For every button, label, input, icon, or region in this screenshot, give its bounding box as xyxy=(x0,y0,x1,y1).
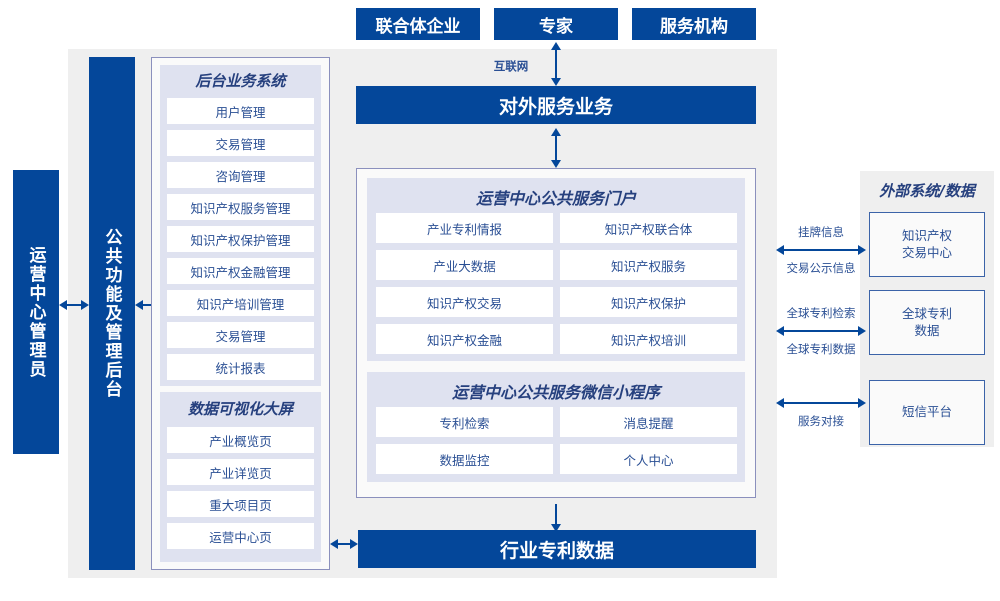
external-system-sms-platform[interactable]: 短信平台 xyxy=(869,380,985,445)
miniprogram-item-2[interactable]: 数据监控 xyxy=(376,444,553,474)
actor-box-service-agency[interactable]: 服务机构 xyxy=(632,8,756,40)
arrow-listing-info xyxy=(776,240,866,260)
industry-patent-data-bar[interactable]: 行业专利数据 xyxy=(358,530,756,568)
dashboard-item-2[interactable]: 重大项目页 xyxy=(167,491,314,517)
actor-label: 服务机构 xyxy=(660,16,728,37)
backend-item-1[interactable]: 交易管理 xyxy=(167,130,314,156)
backend-item-2[interactable]: 咨询管理 xyxy=(167,162,314,188)
label-global-patent-search: 全球专利检索 xyxy=(786,306,856,320)
label-listing-info: 挂牌信息 xyxy=(798,225,844,239)
dashboard-item-3[interactable]: 运营中心页 xyxy=(167,523,314,549)
admin-label: 运营中心管理员 xyxy=(25,245,46,379)
external-service-label: 对外服务业务 xyxy=(498,95,613,118)
portal-item-3[interactable]: 知识产权服务 xyxy=(560,250,737,280)
common-function-backend-box[interactable]: 公共功能及管理后台 xyxy=(89,57,135,570)
external-systems-title: 外部系统/数据 xyxy=(879,181,975,200)
backend-item-8[interactable]: 统计报表 xyxy=(167,354,314,380)
common-backend-label: 公共功能及管理后台 xyxy=(101,228,122,399)
backend-system-title: 后台业务系统 xyxy=(195,71,286,90)
arrow-global-patent xyxy=(776,321,866,341)
portal-item-5[interactable]: 知识产权保护 xyxy=(560,287,737,317)
actor-box-expert[interactable]: 专家 xyxy=(494,8,618,40)
external-system-global-patent-data[interactable]: 全球专利 数据 xyxy=(869,290,985,355)
industry-patent-data-label: 行业专利数据 xyxy=(499,539,614,562)
external-system-ip-trading-center[interactable]: 知识产权 交易中心 xyxy=(869,212,985,277)
actor-label: 联合体企业 xyxy=(375,16,461,37)
dashboard-item-1[interactable]: 产业详览页 xyxy=(167,459,314,485)
actor-box-alliance-enterprise[interactable]: 联合体企业 xyxy=(356,8,480,40)
portal-item-7[interactable]: 知识产权培训 xyxy=(560,324,737,354)
backend-item-6[interactable]: 知识产培训管理 xyxy=(167,290,314,316)
arrow-service-docking xyxy=(776,393,866,413)
miniprogram-item-0[interactable]: 专利检索 xyxy=(376,407,553,437)
backend-item-5[interactable]: 知识产权金融管理 xyxy=(167,258,314,284)
wechat-miniprogram-title: 运营中心公共服务微信小程序 xyxy=(451,383,660,402)
dashboard-item-0[interactable]: 产业概览页 xyxy=(167,427,314,453)
label-global-patent-data: 全球专利数据 xyxy=(786,342,856,356)
portal-item-0[interactable]: 产业专利情报 xyxy=(376,213,553,243)
backend-item-4[interactable]: 知识产权保护管理 xyxy=(167,226,314,252)
miniprogram-item-3[interactable]: 个人中心 xyxy=(560,444,737,474)
backend-item-3[interactable]: 知识产权服务管理 xyxy=(167,194,314,220)
operations-center-admin-box[interactable]: 运营中心管理员 xyxy=(13,170,59,454)
internet-label: 互联网 xyxy=(493,59,529,73)
public-portal-title: 运营中心公共服务门户 xyxy=(475,189,636,208)
backend-item-0[interactable]: 用户管理 xyxy=(167,98,314,124)
portal-item-1[interactable]: 知识产权联合体 xyxy=(560,213,737,243)
portal-item-4[interactable]: 知识产权交易 xyxy=(376,287,553,317)
data-dashboard-title: 数据可视化大屏 xyxy=(187,399,293,418)
portal-item-2[interactable]: 产业大数据 xyxy=(376,250,553,280)
label-service-docking: 服务对接 xyxy=(798,414,844,428)
external-service-business-bar[interactable]: 对外服务业务 xyxy=(356,86,756,124)
miniprogram-item-1[interactable]: 消息提醒 xyxy=(560,407,737,437)
actor-label: 专家 xyxy=(539,16,573,37)
backend-item-7[interactable]: 交易管理 xyxy=(167,322,314,348)
label-trade-public-info: 交易公示信息 xyxy=(786,261,856,275)
portal-item-6[interactable]: 知识产权金融 xyxy=(376,324,553,354)
